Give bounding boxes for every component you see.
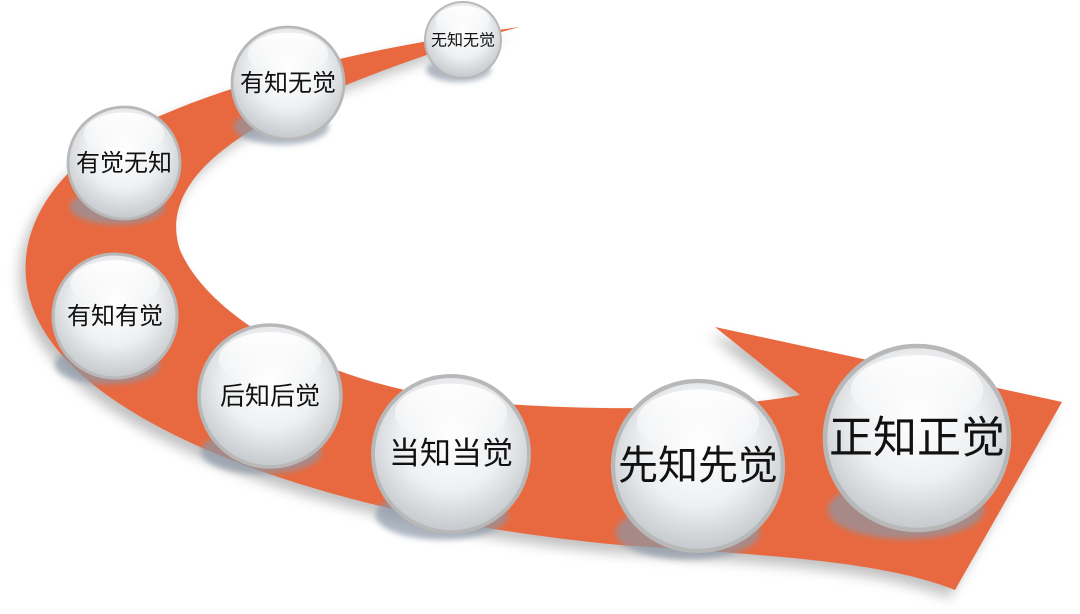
stage-label: 先知先觉: [618, 443, 778, 489]
bubble-gloss: [218, 332, 322, 387]
stage-label: 有知无觉: [240, 69, 336, 97]
stage-bubble: 当知当觉: [371, 374, 531, 540]
stage-bubble: 先知先觉: [610, 378, 786, 560]
bubble-gloss: [70, 260, 160, 308]
bubble-gloss: [435, 5, 491, 35]
stage-label: 正知正觉: [829, 413, 1005, 464]
stage-label: 后知后觉: [220, 382, 320, 411]
stage-label: 无知无觉: [431, 31, 495, 50]
bubble-gloss: [636, 389, 760, 455]
bubble-gloss: [83, 112, 165, 156]
stage-bubble: 正知正觉: [822, 343, 1012, 540]
stage-bubble: 有觉无知: [66, 105, 182, 225]
stage-label: 有觉无知: [76, 149, 172, 177]
stage-bubble: 后知后觉: [197, 323, 343, 475]
stage-bubble: 无知无觉: [424, 1, 502, 82]
stage-bubble: 有知无觉: [230, 25, 346, 145]
stage-label: 有知有觉: [67, 302, 163, 330]
bubble-gloss: [850, 355, 984, 426]
stage-bubble: 有知有觉: [51, 252, 179, 385]
stage-label: 当知当觉: [389, 436, 513, 472]
bubble-gloss: [247, 32, 329, 76]
bubble-gloss: [394, 383, 508, 444]
